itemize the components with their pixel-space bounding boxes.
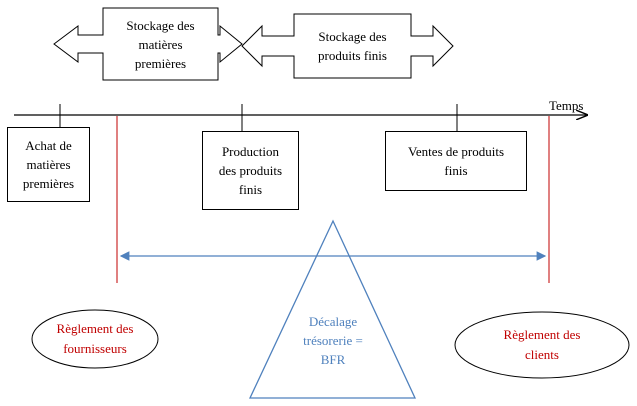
stock-raw-label: Stockage des matières premières — [126, 17, 195, 71]
customer-payment-ellipse — [454, 311, 630, 379]
supplier-payment-label: Règlement des fournisseurs — [56, 321, 134, 356]
sales-box: Ventes de produits finis — [385, 131, 527, 191]
production-box: Production des produits finis — [202, 131, 299, 210]
supplier-payment-ellipse — [31, 309, 159, 369]
purchase-box: Achat de matières premières — [7, 127, 90, 202]
bfr-label: Décalage trésorerie = BFR — [303, 313, 363, 367]
customer-payment-label: Règlement des clients — [503, 327, 581, 362]
stock-finished-double-arrow — [241, 13, 454, 79]
stock-raw-double-arrow — [53, 7, 243, 81]
stock-finished-label: Stockage des produits finis — [318, 29, 387, 63]
bfr-triangle — [248, 219, 417, 399]
timeline-label: Temps — [549, 98, 584, 113]
